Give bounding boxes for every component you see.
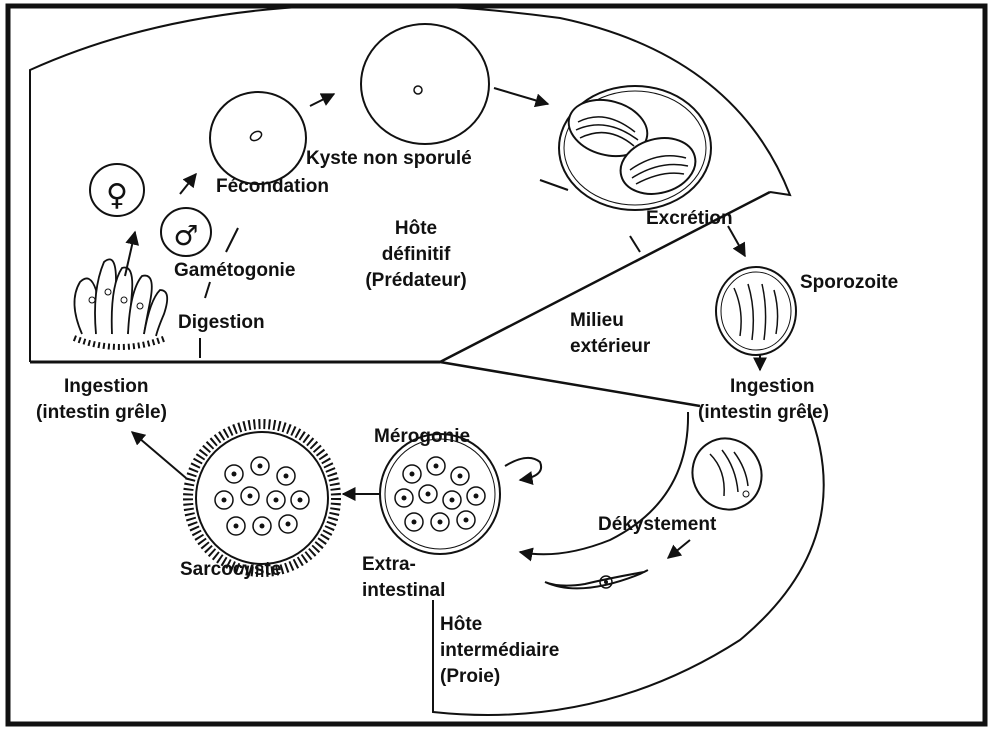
tick-mark: [205, 282, 210, 298]
arrow-merogony-loop: [505, 458, 541, 480]
label-extra-2: intestinal: [362, 580, 445, 601]
arrow-excretion: [728, 226, 745, 256]
label-hote-intermediaire-2: intermédiaire: [440, 640, 559, 661]
arrow-egg-to-cyst: [310, 94, 334, 106]
label-milieu-1: Milieu: [570, 310, 624, 331]
intestinal-villi-icon: [74, 259, 167, 347]
tick-mark: [226, 228, 238, 252]
label-merogonie: Mérogonie: [374, 426, 470, 447]
label-hote-intermediaire-3: (Proie): [440, 666, 500, 687]
arrow-to-ingestion-left: [132, 432, 186, 478]
label-hote-definitif-2: définitif: [382, 244, 451, 265]
arrow-dekystement: [668, 540, 690, 558]
label-ingestion-left-2: (intestin grêle): [36, 402, 167, 423]
label-dekystement: Dékystement: [598, 514, 717, 535]
sarcocyst-icon: [188, 424, 336, 572]
sporocyst-sporozoite-icon: [716, 267, 796, 355]
label-ingestion-right-2: (intestin grêle): [698, 402, 829, 423]
tick-mark: [540, 180, 568, 190]
fertilized-egg-icon: [210, 92, 306, 184]
label-ingestion-right-1: Ingestion: [730, 376, 814, 397]
label-sarcocyste: Sarcocyste: [180, 559, 281, 580]
arrow-to-sporulated: [494, 88, 548, 104]
outer-frame: [8, 6, 985, 724]
label-sporozoite: Sporozoite: [800, 272, 898, 293]
label-ingestion-left-1: Ingestion: [64, 376, 148, 397]
label-hote-definitif-3: (Prédateur): [365, 270, 466, 291]
label-milieu-2: extérieur: [570, 336, 651, 357]
label-kyste-non-sporule: Kyste non sporulé: [306, 148, 472, 169]
female-symbol: ♀: [106, 178, 128, 213]
meront-icon: [380, 434, 500, 554]
tick-mark: [630, 236, 640, 252]
label-gametogonie: Gamétogonie: [174, 260, 295, 281]
label-hote-intermediaire-1: Hôte: [440, 614, 482, 635]
label-fecondation: Fécondation: [216, 176, 329, 197]
divider-lower: [440, 362, 700, 406]
label-hote-definitif-1: Hôte: [395, 218, 437, 239]
unsporulated-cyst-icon: [361, 24, 489, 144]
excysting-sporocyst-icon: [680, 426, 775, 522]
arrow-to-fertilization: [180, 174, 196, 194]
sporozoite-icon: [545, 570, 647, 588]
label-extra-1: Extra-: [362, 554, 416, 575]
label-excretion: Excrétion: [646, 208, 733, 229]
label-digestion: Digestion: [178, 312, 265, 333]
male-symbol: ♂: [173, 219, 198, 252]
